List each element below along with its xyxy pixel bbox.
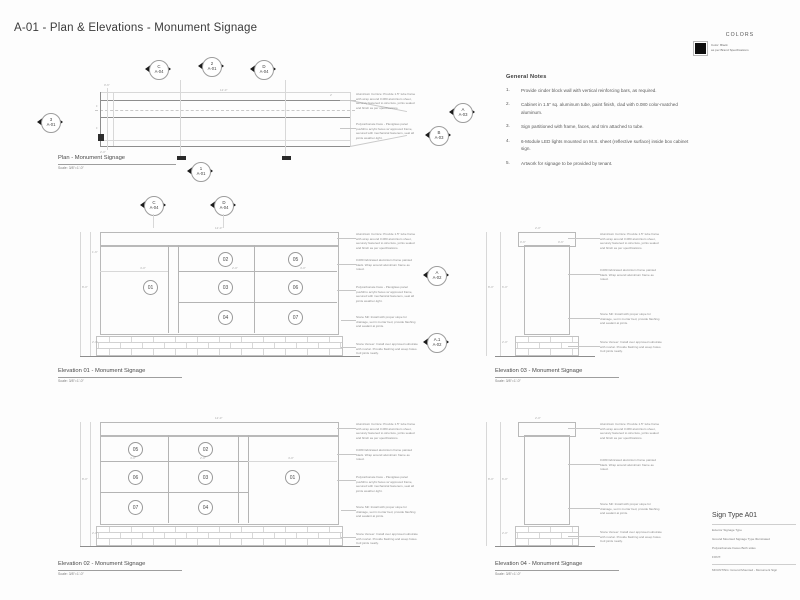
annotation-veneer: Stone Veneer: Install over approved subs… bbox=[356, 342, 418, 356]
note-item: 5. Artwork for signage to be provided by… bbox=[506, 159, 613, 166]
color-swatch-row: Color: Black as per Brand Specifications bbox=[693, 41, 786, 56]
section-marker-a1-a02[interactable]: A.1 A-02 bbox=[423, 330, 449, 354]
panel-bubble: 01 bbox=[285, 470, 300, 485]
sign-type-block: Sign Type A01 Exterior Signage Type Grou… bbox=[712, 512, 796, 576]
elevation-03-title-block: Elevation 03 - Monument Signage Scale: 3… bbox=[495, 368, 619, 383]
annotation-veneer: Stone Veneer: Install over approved subs… bbox=[356, 532, 418, 546]
panel-bubble: 04 bbox=[198, 500, 213, 515]
section-marker-c-a04-elev[interactable]: C A-04 bbox=[140, 193, 166, 217]
masonry-base bbox=[96, 526, 343, 546]
annotation-cornice: Aluminium Cornice: Provide 1.5" tube fra… bbox=[356, 232, 416, 251]
sign-type-line: MOUNTING: Ground Mounted - Monument Sign bbox=[712, 567, 778, 572]
annotation-cabinet: 0.080 fabricated aluminium frame painted… bbox=[600, 268, 657, 282]
elevation-04-title-block: Elevation 04 - Monument Signage Scale: 3… bbox=[495, 561, 619, 576]
colors-heading: COLORS bbox=[725, 32, 755, 38]
note-item: 1. Provide cinder block wall with vertic… bbox=[506, 87, 657, 93]
panel-bubble: 06 bbox=[128, 470, 143, 485]
annotation-veneer: Stone Veneer: Install over approved subs… bbox=[600, 340, 662, 354]
elevation-01-drawing: C A-04 D A-04 A A-02 A.1 A-02 bbox=[0, 190, 500, 390]
sign-type-line: Polycarbonate Faces Both sides bbox=[712, 545, 756, 550]
annotation-face: Polycarbonate Face - Plexiglass panel pu… bbox=[356, 122, 414, 141]
panel-bubble: 04 bbox=[218, 310, 233, 325]
annotation-face: Polycarbonate Face - Plexiglass panel pu… bbox=[356, 285, 414, 304]
sign-type-line: Ground Mounted Signage Type Illuminated bbox=[712, 536, 770, 541]
section-marker-3-a01[interactable]: 3 A-01 bbox=[37, 110, 63, 134]
panel-bubble: 03 bbox=[198, 470, 213, 485]
general-notes-title: General Notes bbox=[506, 74, 547, 80]
panel-bubble: 06 bbox=[288, 280, 303, 295]
annotation-cabinet: 0.080 fabricated aluminium frame painted… bbox=[600, 458, 657, 472]
elevation-01-title-block: Elevation 01 - Monument Signage Scale: 3… bbox=[58, 368, 182, 383]
section-marker-a-a02[interactable]: A A-02 bbox=[423, 263, 449, 287]
annotation-sill: Stone Sill: Install with proper slope fo… bbox=[600, 312, 660, 326]
elevation-03-drawing: 8'-0" 6'-0" 2'-0" 2'-0" 0'-6" 0'-6" Alum… bbox=[486, 226, 662, 383]
colors-legend: COLORS Color: Black as per Brand Specifi… bbox=[693, 32, 786, 56]
page-title: A-01 - Plan & Elevations - Monument Sign… bbox=[14, 22, 258, 34]
annotation-sill: Stone Sill: Install with proper slope fo… bbox=[356, 315, 416, 329]
note-item: 3. Sign partitioned with frame, faces, a… bbox=[506, 123, 644, 130]
annotation-veneer: Stone Veneer: Install over approved subs… bbox=[600, 530, 662, 544]
note-item: 4. 6-Module LED lights mounted on M.S. s… bbox=[506, 137, 689, 152]
panel-bubble: 02 bbox=[218, 252, 233, 267]
elevation-04-drawing: 8'-0" 6'-0" 2'-0" 2'-0" Aluminium Cornic… bbox=[486, 416, 662, 576]
annotation-sill: Stone Sill: Install with proper slope fo… bbox=[600, 502, 660, 516]
plan-title-block: Plan - Monument Signage Scale: 3/8"=1'-0… bbox=[58, 155, 176, 170]
note-item: 2. Cabinet in 1.5" sq. aluminum tube, pa… bbox=[506, 101, 678, 115]
panel-bubble: 03 bbox=[218, 280, 233, 295]
annotation-cornice: Aluminium Cornice: Provide 1.5" tube fra… bbox=[356, 422, 416, 441]
section-marker-a-a03[interactable]: A A-03 bbox=[449, 100, 475, 124]
annotation-cabinet: 0.080 fabricated aluminium frame painted… bbox=[356, 258, 413, 272]
sign-type-title: Sign Type A01 bbox=[712, 512, 758, 519]
sign-type-line: FONT: bbox=[712, 554, 721, 559]
section-marker-c-a04[interactable]: C A-04 bbox=[145, 57, 171, 81]
section-marker-d-a04[interactable]: D A-04 bbox=[250, 57, 276, 81]
annotation-face: Polycarbonate Face - Plexiglass panel pu… bbox=[356, 475, 414, 494]
section-marker-2-a01[interactable]: 2 A-01 bbox=[198, 54, 224, 78]
annotation-cornice: Aluminium Cornice: Provide 1.5" tube fra… bbox=[600, 232, 660, 251]
annotation-sill: Stone Sill: Install with proper slope fo… bbox=[356, 505, 416, 519]
panel-bubble: 05 bbox=[288, 252, 303, 267]
masonry-base bbox=[515, 336, 579, 356]
annotation-cornice: Aluminium Cornice: Provide 1.5" tube fra… bbox=[356, 92, 416, 111]
color-swatch-black bbox=[693, 41, 708, 56]
section-marker-b-a03[interactable]: B A-03 bbox=[425, 123, 451, 147]
color-swatch-label: Color: Black as per Brand Specifications bbox=[711, 43, 749, 52]
annotation-cornice: Aluminium Cornice: Provide 1.5" tube fra… bbox=[600, 422, 660, 441]
panel-bubble: 07 bbox=[288, 310, 303, 325]
elevation-02-title-block: Elevation 02 - Monument Signage Scale: 3… bbox=[58, 561, 182, 576]
section-marker-1-a01[interactable]: 1 A-01 bbox=[187, 159, 213, 183]
elevation-02-drawing: 05 06 07 02 03 04 01 bbox=[58, 416, 418, 576]
section-marker-d-a04-elev[interactable]: D A-04 bbox=[210, 193, 236, 217]
panel-bubble: 01 bbox=[143, 280, 158, 295]
panel-bubble: 05 bbox=[128, 442, 143, 457]
masonry-base bbox=[96, 336, 343, 356]
sign-type-line: Exterior Signage Type bbox=[712, 528, 742, 532]
general-notes: General Notes 1. Provide cinder block wa… bbox=[506, 74, 696, 174]
panel-bubble: 07 bbox=[128, 500, 143, 515]
plan-drawing: 0'-6" 1' 1' 2'-0" 12'-0" 2' C A-04 2 A-0… bbox=[0, 0, 500, 190]
panel-bubble: 02 bbox=[198, 442, 213, 457]
annotation-cabinet: 0.080 fabricated aluminium frame painted… bbox=[356, 448, 413, 462]
